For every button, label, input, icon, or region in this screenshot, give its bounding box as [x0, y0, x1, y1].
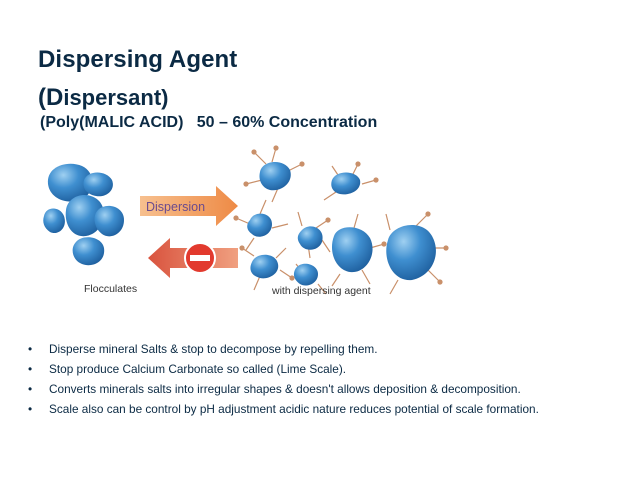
bullet-item: • Disperse mineral Salts & stop to decomp…	[28, 339, 539, 359]
dispersed-particle-5	[331, 227, 373, 273]
bullet-icon: •	[28, 402, 33, 416]
bullet-icon: •	[28, 382, 33, 396]
dispersed-particle-6	[386, 224, 436, 281]
dispersing-agent-caption: with dispersing agent	[271, 285, 371, 297]
bullet-list: • Disperse mineral Salts & stop to decomp…	[28, 339, 539, 419]
bullet-text: Disperse mineral Salts & stop to decompo…	[49, 342, 378, 356]
dispersion-arrow-label: Dispersion	[146, 200, 205, 214]
dispersed-particle-7	[250, 254, 279, 279]
bullet-icon: •	[28, 342, 33, 356]
bullet-text: Stop produce Calcium Carbonate so called…	[49, 362, 347, 376]
dispersed-particle-8	[293, 263, 318, 286]
slide-subtitle: (Poly(MALIC ACID) 50 – 60% Concentration	[40, 114, 378, 131]
dispersed-particle-1	[259, 161, 291, 191]
dispersed-particles	[233, 145, 449, 295]
title-initial: (D	[38, 84, 64, 111]
bullet-text: Converts minerals salts into irregular s…	[49, 382, 521, 396]
slide-title: Dispersing Agent	[38, 46, 238, 73]
bullet-icon: •	[28, 362, 33, 376]
bullet-item: • Scale also can be control by pH adjustm…	[28, 399, 539, 419]
floc-particle-middle	[65, 195, 105, 237]
slide-title-line2: (Dispersant)	[38, 84, 168, 112]
bullet-text: Scale also can be control by pH adjustme…	[49, 402, 539, 416]
floc-particle-left	[43, 208, 65, 234]
floc-particle-topright	[83, 172, 113, 197]
flocculate-cluster	[43, 163, 124, 266]
flocculates-caption: Flocculates	[84, 283, 137, 295]
floc-particle-right	[94, 205, 124, 237]
floc-particle-top	[47, 163, 93, 202]
flocculation-blocked-arrow	[148, 238, 238, 278]
dispersion-diagram: Dispersion	[43, 145, 449, 297]
title-rest: ispersant)	[63, 85, 169, 110]
dispersed-particle-2	[331, 172, 361, 195]
dispersed-particle-4	[297, 226, 323, 250]
dispersed-particle-3	[247, 213, 272, 237]
bullet-item: • Converts minerals salts into irregular …	[28, 379, 539, 399]
floc-particle-bottom	[72, 237, 105, 266]
dispersion-arrow: Dispersion	[140, 186, 238, 226]
bullet-item: • Stop produce Calcium Carbonate so calle…	[28, 359, 539, 379]
dispersed-particle-shapes	[247, 161, 436, 286]
